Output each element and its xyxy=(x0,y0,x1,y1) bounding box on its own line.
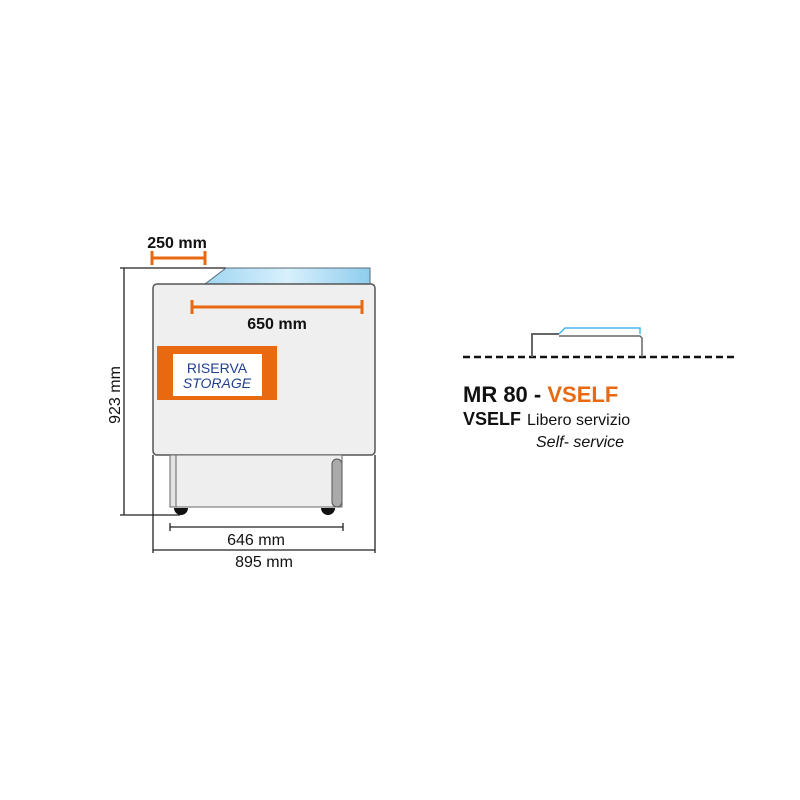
top-depth-label: 250 mm xyxy=(147,235,207,252)
height-label: 923 mm xyxy=(107,366,124,424)
top-depth-dimension: 250 mm xyxy=(147,235,207,265)
height-dimension: 923 mm xyxy=(107,267,226,516)
model-variant: VSELF xyxy=(547,382,618,407)
total-width-dimension: 895 mm xyxy=(152,455,376,571)
storage-label-panel: RISERVA STORAGE xyxy=(157,346,277,400)
description-english: Self- service xyxy=(536,434,624,451)
base-width-dimension: 646 mm xyxy=(169,523,344,549)
model-description: VSELF Libero servizio xyxy=(463,409,630,429)
storage-label-line2: STORAGE xyxy=(183,375,252,391)
model-title: MR 80 - VSELF xyxy=(463,382,618,407)
storage-label-line1: RISERVA xyxy=(187,360,248,376)
wheel-left xyxy=(174,508,188,515)
glass-top xyxy=(203,267,371,285)
total-width-label: 895 mm xyxy=(235,554,293,571)
side-profile-icon xyxy=(463,327,738,359)
model-name: MR 80 - xyxy=(463,382,547,407)
inner-width-label: 650 mm xyxy=(247,316,307,333)
cabinet-base xyxy=(169,454,343,515)
wheel-right xyxy=(321,508,335,515)
model-code: VSELF xyxy=(463,409,521,429)
base-width-label: 646 mm xyxy=(227,532,285,549)
inner-width-dimension: 650 mm xyxy=(190,300,364,333)
description-italian: Libero servizio xyxy=(527,412,630,429)
